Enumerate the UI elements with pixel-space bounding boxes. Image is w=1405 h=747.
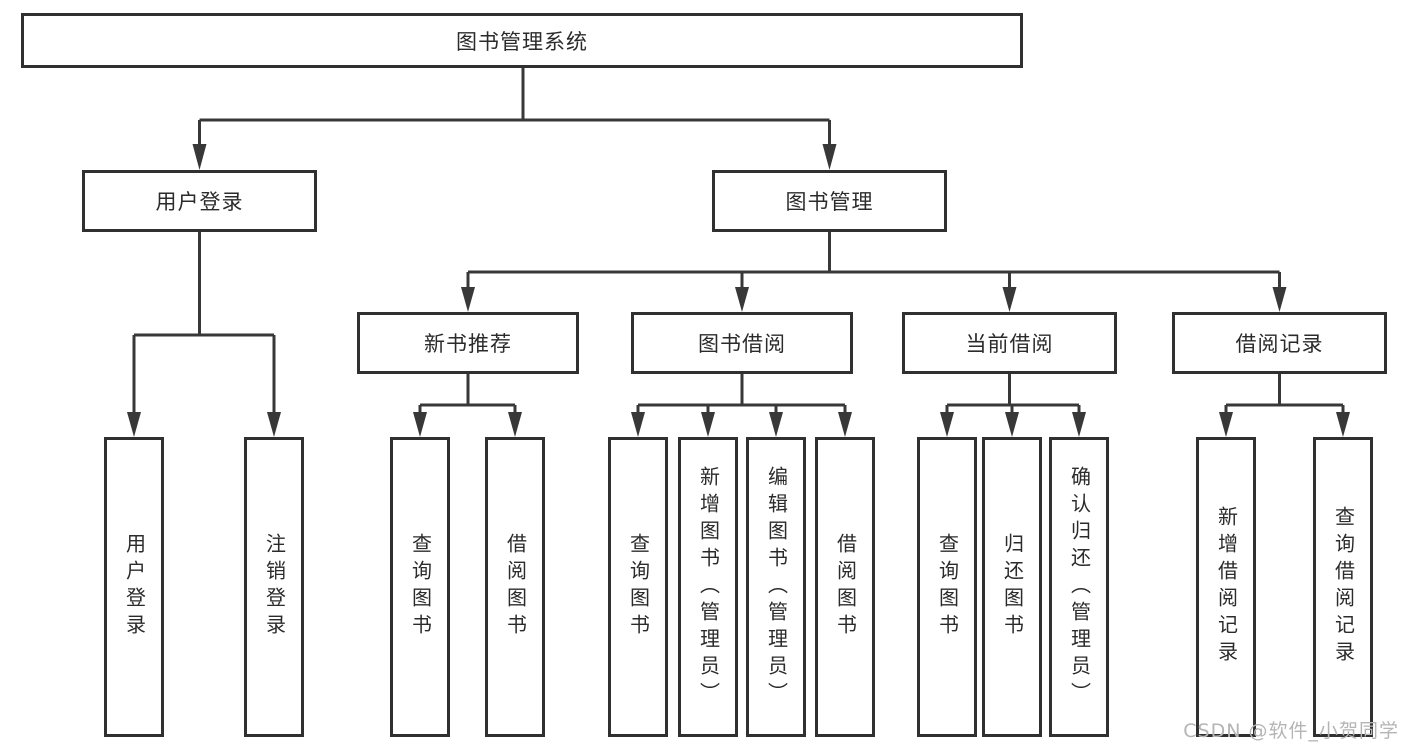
node-label: 查询图书 — [626, 533, 651, 641]
node-label: 新增借阅记录 — [1214, 506, 1239, 668]
node-label: 用户登录 — [122, 533, 147, 641]
node-leaf-edit-books-admin: 编辑图书（管理员） — [746, 437, 806, 737]
csdn-watermark: CSDN @软件_小贺同学 — [1183, 720, 1399, 742]
node-current-borrowing: 当前借阅 — [902, 312, 1117, 374]
node-new-book-recommend: 新书推荐 — [357, 312, 579, 374]
node-leaf-user-login: 用户登录 — [104, 437, 164, 737]
node-leaf-logout: 注销登录 — [244, 437, 304, 737]
node-leaf-query-books-recommend: 查询图书 — [390, 437, 450, 737]
node-leaf-query-borrow-record: 查询借阅记录 — [1313, 437, 1373, 737]
node-library-management-system: 图书管理系统 — [21, 13, 1023, 68]
node-label: 借阅记录 — [1235, 332, 1324, 356]
node-leaf-add-borrow-record: 新增借阅记录 — [1196, 437, 1256, 737]
node-leaf-add-books-admin: 新增图书（管理员） — [678, 437, 738, 737]
node-user-login: 用户登录 — [82, 170, 317, 232]
node-label: 借阅图书 — [833, 533, 858, 641]
node-label: 图书借阅 — [698, 332, 786, 356]
node-label: 查询图书 — [408, 533, 433, 641]
node-label: 用户登录 — [155, 190, 244, 214]
node-leaf-return-books: 归还图书 — [982, 437, 1042, 737]
node-leaf-query-books-current: 查询图书 — [917, 437, 977, 737]
node-borrowing-records: 借阅记录 — [1172, 312, 1387, 374]
node-leaf-borrow-books: 借阅图书 — [815, 437, 875, 737]
node-label: 新增图书（管理员） — [696, 465, 721, 709]
node-leaf-query-books-borrowing: 查询图书 — [608, 437, 668, 737]
node-label: 当前借阅 — [965, 332, 1054, 356]
node-label: 注销登录 — [262, 533, 287, 641]
node-label: 图书管理系统 — [456, 29, 588, 54]
node-label: 归还图书 — [1000, 533, 1025, 641]
node-label: 借阅图书 — [503, 533, 528, 641]
node-label: 图书管理 — [785, 190, 874, 214]
node-book-borrowing: 图书借阅 — [631, 312, 853, 374]
node-label: 查询图书 — [935, 533, 960, 641]
node-label: 查询借阅记录 — [1331, 506, 1356, 668]
node-book-management: 图书管理 — [712, 170, 947, 232]
node-label: 新书推荐 — [424, 332, 512, 356]
node-label: 编辑图书（管理员） — [764, 465, 789, 709]
node-leaf-borrow-books-recommend: 借阅图书 — [485, 437, 545, 737]
arrowhead-icons — [127, 144, 1350, 437]
node-leaf-confirm-return-admin: 确认归还（管理员） — [1049, 437, 1109, 737]
node-label: 确认归还（管理员） — [1067, 465, 1092, 709]
